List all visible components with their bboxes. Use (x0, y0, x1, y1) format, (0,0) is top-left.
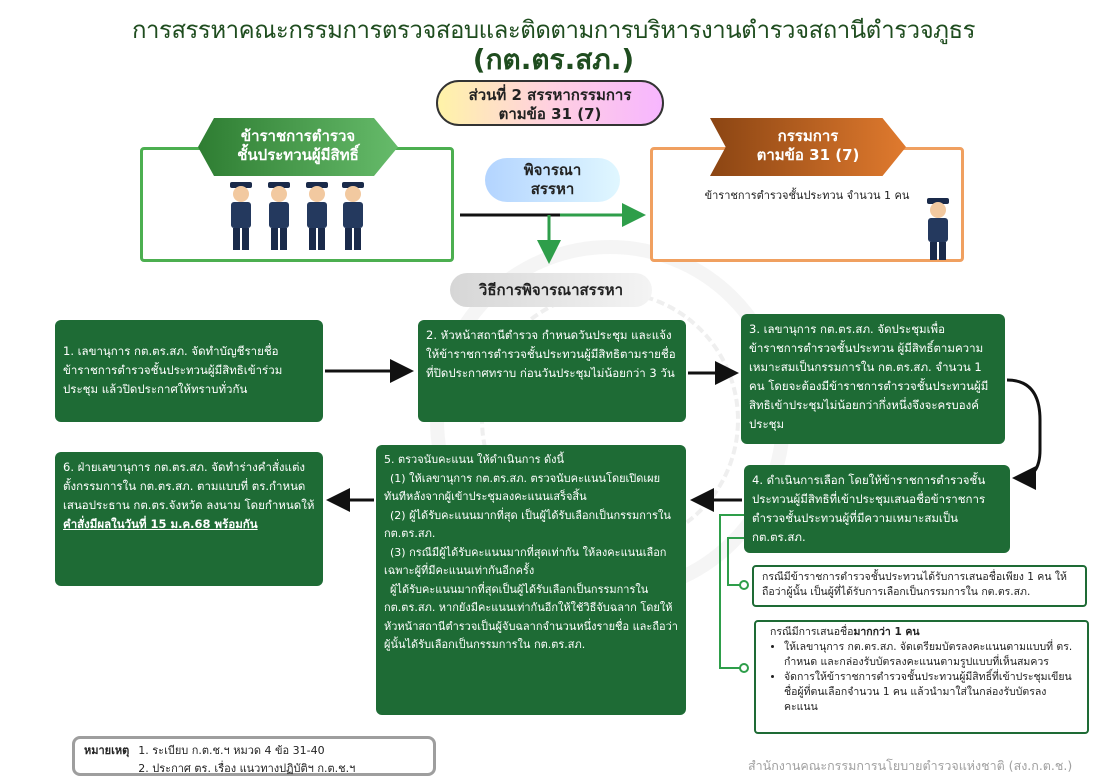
remark-box: หมายเหตุ 1. ระเบียบ ก.ต.ช.ฯ หมวด 4 ข้อ 3… (72, 736, 436, 776)
consider-select-line2: สรรหา (530, 180, 575, 198)
eligible-officers-ribbon-line1: ข้าราชการตำรวจ (240, 127, 356, 145)
police-officer-icon (927, 198, 949, 260)
footer-organization: สำนักงานคณะกรรมการนโยบายตำรวจแห่งชาติ (ส… (748, 758, 1073, 773)
step-5-item-1: (1) ให้เลขานุการ กต.ตร.สภ. ตรวจนับคะแนนโ… (384, 471, 661, 504)
step-6-box: 6. ฝ่ายเลขานุการ กต.ตร.สภ. จัดทำร่างคำสั… (55, 452, 323, 586)
multiple-nominees-list: ให้เลขานุการ กต.ตร.สภ. จัดเตรียมบัตรลงคะ… (770, 640, 1079, 715)
section-badge: ส่วนที่ 2 สรรหากรรมการ ตามข้อ 31 (7) (436, 80, 664, 126)
police-officers-icon (230, 182, 364, 250)
section-badge-line2: ตามข้อ 31 (7) (498, 105, 602, 123)
step-5-heading: 5. ตรวจนับคะแนน ให้ดำเนินการ ดังนี้ (384, 453, 565, 466)
section-badge-line1: ส่วนที่ 2 สรรหากรรมการ (468, 86, 632, 104)
committee-ribbon-line1: กรรมการ (777, 127, 839, 145)
committee-ribbon-line2: ตามข้อ 31 (7) (756, 146, 860, 164)
remark-label: หมายเหตุ (84, 744, 130, 757)
committee-description: ข้าราชการตำรวจชั้นประทวน จำนวน 1 คน (704, 189, 910, 202)
multiple-nominees-heading-bold: มากกว่า 1 คน (853, 626, 920, 638)
single-nominee-note: กรณีมีข้าราชการตำรวจชั้นประทวนได้รับการเ… (752, 565, 1087, 607)
consider-select-pill: พิจารณา สรรหา (485, 158, 620, 202)
eligible-officers-ribbon-line2: ชั้นประทวนผู้มีสิทธิ์ (237, 146, 359, 164)
step-1-box: 1. เลขานุการ กต.ตร.สภ. จัดทำบัญชีรายชื่อ… (55, 320, 323, 422)
multiple-nominees-item-2: จัดการให้ข้าราชการตำรวจชั้นประทวนผู้มีสิ… (784, 670, 1079, 715)
multiple-nominees-heading: กรณีมีการเสนอชื่อมากกว่า 1 คน (770, 625, 1079, 640)
step-2-box: 2. หัวหน้าสถานีตำรวจ กำหนดวันประชุม และแ… (418, 320, 686, 422)
step-5-item-4: ผู้ได้รับคะแนนมากที่สุดเป็นผู้ได้รับเลือ… (384, 582, 678, 652)
step-5-item-3: (3) กรณีมีผู้ได้รับคะแนนมากที่สุดเท่ากัน… (384, 545, 667, 578)
page-subtitle: (กต.ตร.สภ.) (472, 43, 635, 76)
step-5-box: 5. ตรวจนับคะแนน ให้ดำเนินการ ดังนี้ (1) … (376, 445, 686, 715)
multiple-nominees-note: กรณีมีการเสนอชื่อมากกว่า 1 คน ให้เลขานุก… (754, 620, 1089, 734)
committee-ribbon: กรรมการ ตามข้อ 31 (7) (710, 118, 906, 176)
selection-method-pill: วิธีการพิจารณาสรรหา (450, 273, 652, 307)
remark-line-2: 2. ประกาศ ตร. เรื่อง แนวทางปฏิบัติฯ ก.ต.… (138, 762, 356, 775)
eligible-officers-ribbon: ข้าราชการตำรวจ ชั้นประทวนผู้มีสิทธิ์ (198, 118, 398, 176)
arrow-step3-step4 (1006, 378, 1042, 490)
step-3-box: 3. เลขานุการ กต.ตร.สภ. จัดประชุมเพื่อข้า… (741, 314, 1005, 444)
multiple-nominees-item-1: ให้เลขานุการ กต.ตร.สภ. จัดเตรียมบัตรลงคะ… (784, 640, 1079, 670)
step-4-box: 4. ดำเนินการเลือก โดยให้ข้าราชการตำรวจชั… (744, 465, 1010, 553)
step-5-item-2: (2) ผู้ได้รับคะแนนมากที่สุด เป็นผู้ได้รั… (384, 508, 671, 541)
step-6-effective-date: คำสั่งมีผลในวันที่ 15 ม.ค.68 พร้อมกัน (63, 517, 258, 531)
remark-table: หมายเหตุ 1. ระเบียบ ก.ต.ช.ฯ หมวด 4 ข้อ 3… (83, 742, 356, 778)
page-title: การสรรหาคณะกรรมการตรวจสอบและติดตามการบริ… (131, 16, 976, 44)
consider-select-line1: พิจารณา (523, 161, 582, 179)
remark-line-1: 1. ระเบียบ ก.ต.ช.ฯ หมวด 4 ข้อ 31-40 (138, 744, 325, 757)
multiple-nominees-heading-prefix: กรณีมีการเสนอชื่อ (770, 626, 854, 638)
step-6-text: 6. ฝ่ายเลขานุการ กต.ตร.สภ. จัดทำร่างคำสั… (63, 460, 315, 512)
